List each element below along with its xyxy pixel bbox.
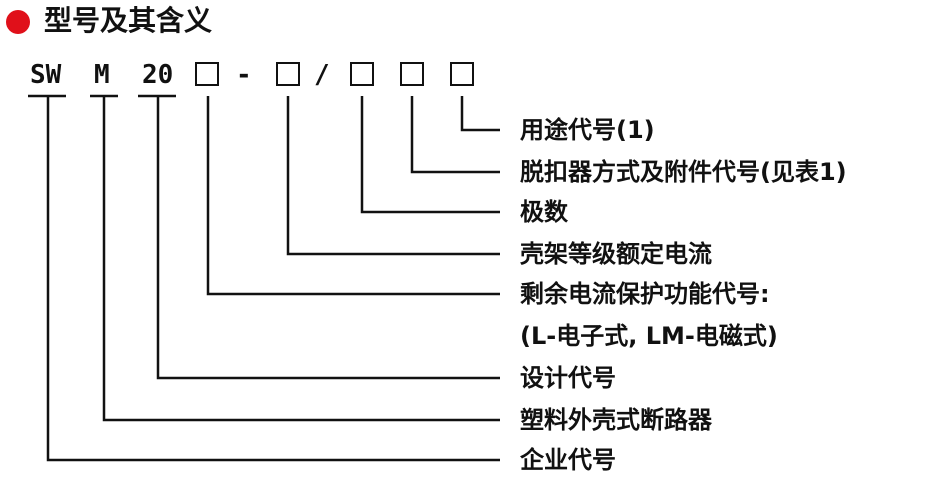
legend-design: 设计代号	[520, 364, 616, 392]
legend-trip-accessory: 脱扣器方式及附件代号(见表1)	[520, 158, 847, 186]
legend-poles: 极数	[520, 198, 568, 226]
code-design: 20	[142, 60, 174, 90]
code-company: SW	[30, 60, 62, 90]
slot-frame-current	[276, 62, 300, 86]
connector-poles	[360, 96, 500, 214]
legend-residual-current-types: (L-电子式, LM-电磁式)	[520, 322, 778, 350]
legend-company: 企业代号	[520, 446, 616, 474]
slot-residual-current	[195, 62, 219, 86]
connector-company	[46, 96, 500, 462]
connector-usage	[460, 96, 500, 132]
connector-frame-current	[286, 96, 500, 256]
connector-trip-accessory	[410, 96, 500, 174]
code-frame-type: M	[94, 60, 110, 90]
connector-design	[156, 96, 500, 380]
slot-usage	[450, 62, 474, 86]
connector-residual-current	[206, 96, 500, 296]
slot-poles	[350, 62, 374, 86]
slot-trip-accessory	[400, 62, 424, 86]
legend-frame-current: 壳架等级额定电流	[520, 240, 712, 268]
legend-residual-current: 剩余电流保护功能代号:	[520, 280, 770, 308]
code-dash: -	[236, 60, 252, 90]
page-title: 型号及其含义	[44, 4, 213, 37]
legend-usage: 用途代号(1)	[520, 116, 655, 144]
code-slash: /	[314, 60, 330, 90]
bullet-dot-icon	[6, 10, 30, 34]
connector-frame-type	[102, 96, 500, 422]
legend-frame-type: 塑料外壳式断路器	[520, 406, 712, 434]
